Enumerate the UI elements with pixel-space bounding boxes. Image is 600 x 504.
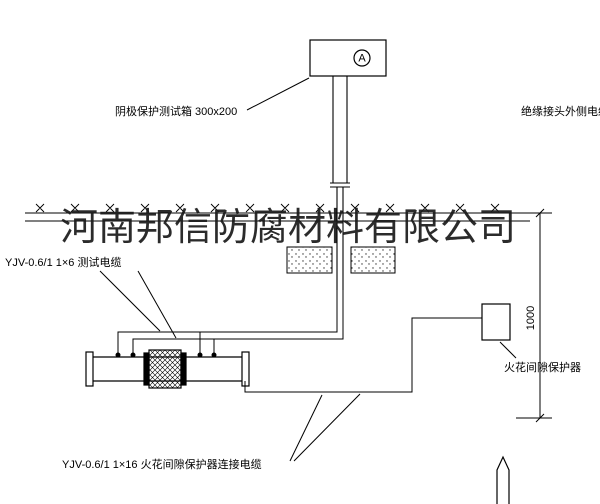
ground-line [25,203,530,222]
dimension-value: 1000 [525,306,537,330]
meter-symbol: A [358,53,366,65]
pipe-left-flange [85,351,94,387]
riser-conduit [330,76,350,290]
ground-rod-symbol [496,455,510,504]
pipe-right-flange [241,351,250,387]
joint-band-left [143,352,150,386]
spark-gap-leader-line [499,341,517,359]
insulating-joint [148,349,182,389]
test-box-label: 阴极保护测试箱 300x200 [115,104,237,118]
test-box-leader-line [246,77,310,111]
joint-band-right [180,352,187,386]
test-cable-label: YJV-0.6/1 1×6 测试电缆 [5,256,121,269]
dimension-1000 [516,208,552,423]
spark-gap-protector-label: 火花间隙保护器 [504,360,581,374]
spark-gap-cable [244,317,482,393]
insulating-joint-cable-label: 绝缘接头外侧电缆 [521,104,600,118]
test-box [309,39,387,77]
spark-gap-protector [481,303,511,341]
test-cables [117,290,344,354]
cable-terminals [115,352,217,358]
spark-cable-leader-lines [289,393,361,462]
pipeline [85,349,250,389]
test-cable-leader-lines [99,270,177,339]
spark-gap-cable-label: YJV-0.6/1 1×16 火花间隙保护器连接电缆 [62,457,262,471]
concrete-foundation [286,246,396,274]
meter-circle [353,49,371,67]
soil-hatch-marks [35,203,500,213]
